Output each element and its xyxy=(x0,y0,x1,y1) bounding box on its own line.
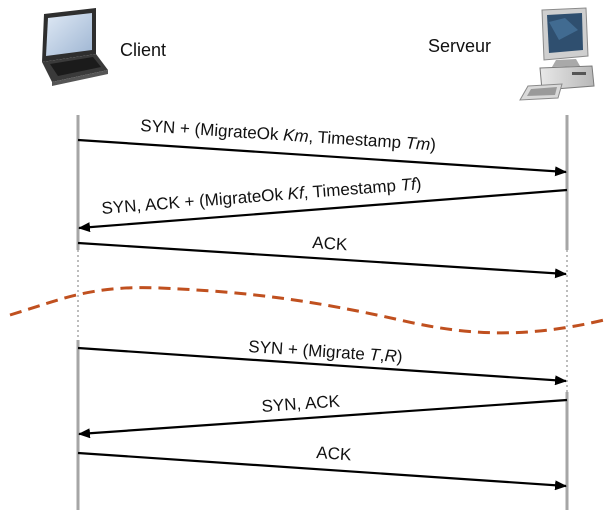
server-label: Serveur xyxy=(428,36,491,56)
message-label-3: ACK xyxy=(312,233,349,254)
client-label: Client xyxy=(120,40,166,60)
message-arrow-2 xyxy=(78,188,568,233)
message-arrow-5 xyxy=(78,398,568,439)
message-label-6: ACK xyxy=(316,443,353,464)
message-label-5: SYN, ACK xyxy=(261,392,341,416)
message-label-1: SYN + (MigrateOk Km, Timestamp Tm) xyxy=(140,116,437,154)
message-arrow-6 xyxy=(77,451,567,491)
message-arrow-1 xyxy=(77,138,567,177)
message-arrow-4 xyxy=(77,346,567,386)
migration-separator xyxy=(9,286,604,335)
laptop-icon xyxy=(42,8,108,86)
desktop-computer-icon xyxy=(519,7,595,101)
message-arrow-3 xyxy=(77,241,567,279)
message-label-2: SYN, ACK + (MigrateOk Kf, Timestamp Tf) xyxy=(101,174,422,218)
